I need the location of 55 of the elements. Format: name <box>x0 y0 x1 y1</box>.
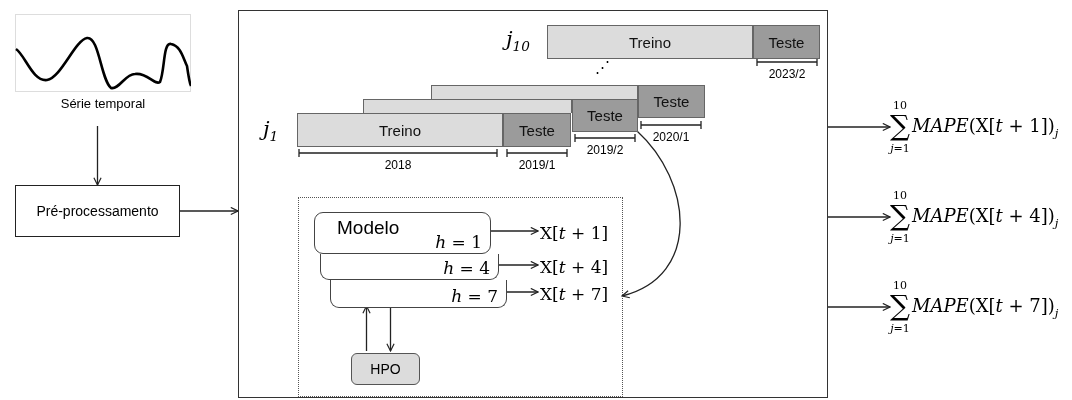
sum-sign: ∑ <box>890 110 910 142</box>
sum-sign: ∑ <box>890 290 910 322</box>
arrow <box>827 212 891 222</box>
test-segment <box>572 99 638 132</box>
training-segment <box>431 85 638 99</box>
training-segment <box>547 25 753 59</box>
sum-upper-limit: 10 <box>893 189 907 201</box>
box-label: Pré-processamento <box>36 203 159 219</box>
sum-upper-limit: 10 <box>893 99 907 111</box>
output-label: X[t + 7] <box>540 284 609 304</box>
process-box <box>15 185 180 237</box>
segment-label: Teste <box>519 121 555 139</box>
sum-sign: ∑ <box>890 200 910 232</box>
training-segment <box>297 113 503 147</box>
arrow <box>827 122 891 132</box>
output-label: X[t + 1] <box>540 223 609 243</box>
period-label: 2020/1 <box>651 130 691 144</box>
model-box <box>320 254 499 280</box>
output-label: X[t + 4] <box>540 257 609 277</box>
formula-text: MAPE(X[t + 7])$_{j}$ <box>912 294 1059 320</box>
segment-label: Teste <box>653 93 690 110</box>
box-label: HPO <box>370 361 401 377</box>
training-segment <box>363 99 572 113</box>
model-box <box>330 280 507 308</box>
model-box <box>314 212 491 254</box>
ellipsis-mark: ⋰ <box>593 58 611 76</box>
model-label: Modelo <box>337 217 400 240</box>
panel-frame <box>238 10 828 398</box>
dotted-panel <box>298 197 623 397</box>
horizon-label: h = 1 <box>435 231 482 252</box>
formula-text: MAPE(X[t + 4])$_{j}$ <box>912 204 1059 230</box>
arrow <box>93 125 102 186</box>
test-segment <box>753 25 820 59</box>
horizon-label: h = 4 <box>443 257 490 278</box>
arrow <box>179 206 239 216</box>
period-label: 2019/1 <box>517 158 557 172</box>
sum-upper-limit: 10 <box>893 279 907 291</box>
test-segment <box>503 113 571 147</box>
period-label: 2023/2 <box>767 67 807 81</box>
sum-lower-limit: j=1 <box>890 233 910 245</box>
hpo-box <box>351 353 420 385</box>
sum-lower-limit: j=1 <box>890 143 910 155</box>
arrow <box>827 302 891 312</box>
segment-label: Teste <box>768 33 805 51</box>
arrow <box>621 130 681 298</box>
sum-lower-limit: j=1 <box>890 323 910 335</box>
segment-label: Treino <box>629 33 671 51</box>
horizon-label: h = 7 <box>451 285 498 306</box>
formula-text: MAPE(X[t + 1])$_{j}$ <box>912 114 1059 140</box>
segment-label: Treino <box>379 121 421 139</box>
period-label: 2018 <box>383 158 413 172</box>
test-segment <box>638 85 705 118</box>
period-label: 2019/2 <box>585 143 625 157</box>
segment-label: Teste <box>587 107 623 124</box>
series-name-label: Série temporal <box>59 96 147 111</box>
